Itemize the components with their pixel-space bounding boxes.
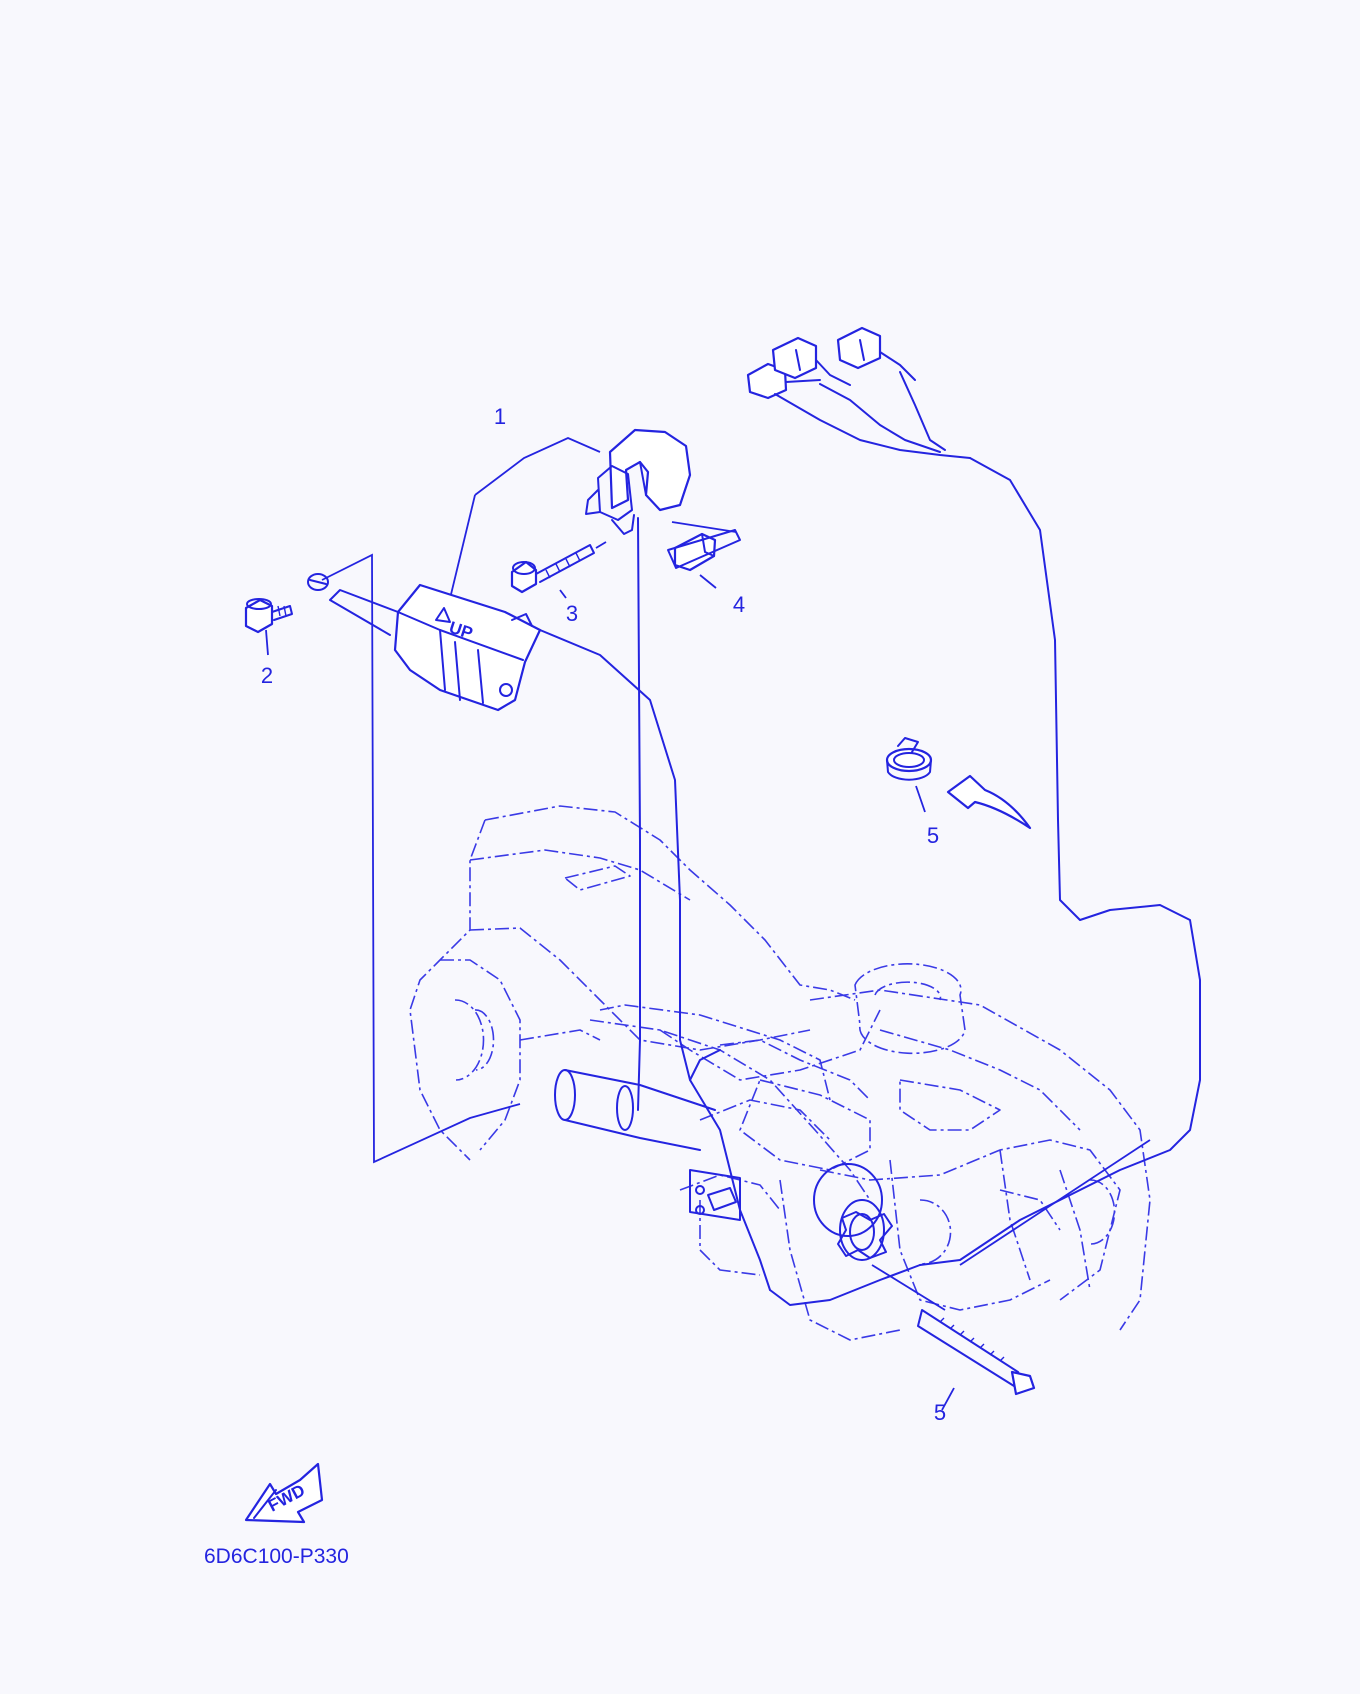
clamp-bracket-phantom (409, 805, 1151, 1341)
diagram-reference-code: 6D6C100-P330 (204, 1545, 349, 1568)
callout-1: 1 (494, 404, 506, 429)
clip-4 (667, 521, 741, 589)
wire-harness (689, 326, 1201, 1306)
bolt-3 (510, 541, 607, 599)
screw-2 (244, 553, 521, 1164)
trim-sensor-body (393, 583, 542, 712)
fwd-direction-arrow: FWD (244, 1462, 324, 1524)
trim-sensor-assembly: UP (307, 428, 771, 1291)
callout-4: 4 (733, 592, 745, 617)
insert-direction-arrow (946, 774, 1032, 830)
cable-tie-5 (871, 1139, 1151, 1411)
callout-2: 2 (261, 663, 273, 688)
tilt-pin (554, 1069, 741, 1221)
callout-3: 3 (566, 601, 578, 626)
callout-5-grommet: 5 (927, 823, 939, 848)
pivot-boss (813, 1163, 893, 1261)
callout-5-cable-tie: 5 (934, 1400, 946, 1425)
grommet-5 (885, 737, 1032, 830)
sensor-clamp-holder (608, 428, 692, 512)
